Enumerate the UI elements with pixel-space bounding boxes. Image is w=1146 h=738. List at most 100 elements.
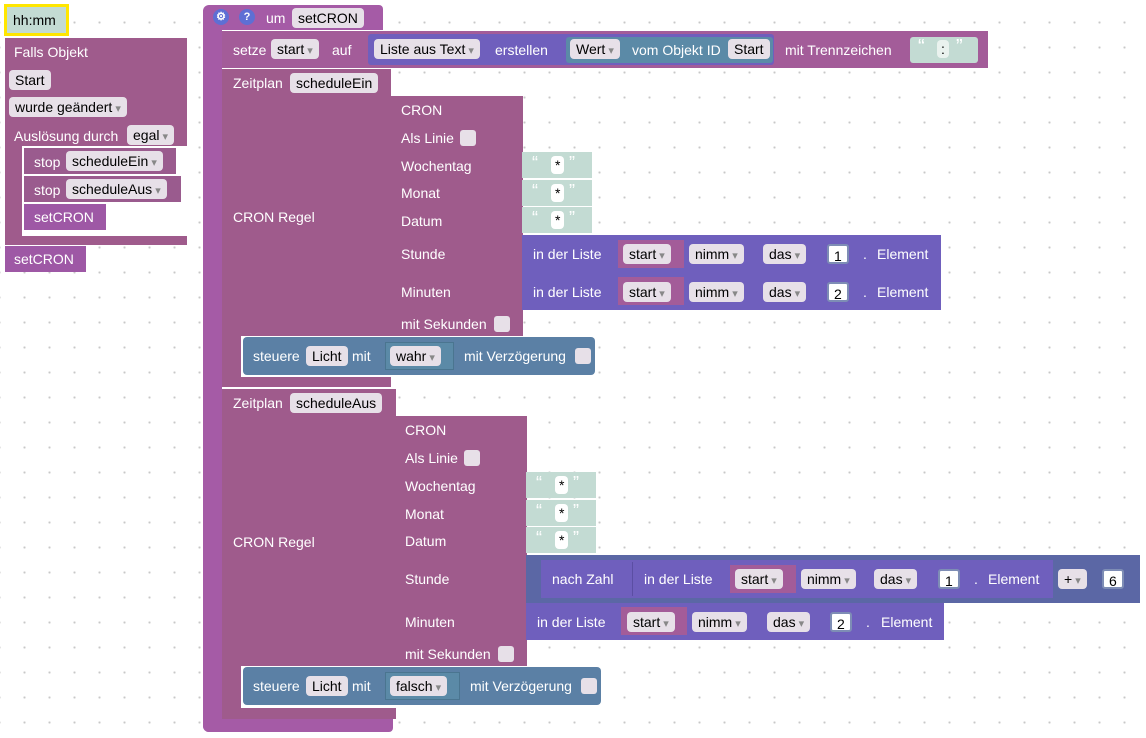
stop-label: stop	[34, 182, 61, 198]
zeitplan-schedule-ein-block[interactable]	[222, 69, 391, 387]
monat-label: Monat	[401, 185, 440, 201]
function-footer	[203, 718, 393, 732]
list-var-dropdown[interactable]: start	[623, 282, 671, 302]
setze-variable-dropdown[interactable]: start	[271, 39, 319, 59]
mit-sekunden-label: mit Sekunden	[405, 646, 491, 662]
element-label: Element	[877, 246, 929, 262]
wert-dropdown[interactable]: Wert	[570, 39, 620, 59]
mit-verzoegerung-checkbox[interactable]	[581, 678, 597, 694]
falsch-dropdown[interactable]: falsch	[390, 676, 448, 696]
call-setcron-label: setCRON	[14, 251, 74, 267]
das-dropdown[interactable]: das	[767, 612, 811, 632]
als-linie-label: Als Linie	[401, 130, 454, 146]
dot-label: .	[863, 284, 867, 300]
setze-label: setze	[233, 42, 267, 58]
stunde-label: Stunde	[401, 246, 446, 262]
in-der-liste-label: in der Liste	[644, 571, 713, 587]
wochentag-value[interactable]: *	[551, 156, 565, 174]
wahr-dropdown[interactable]: wahr	[390, 346, 441, 366]
hhmm-text: hh:mm	[13, 12, 56, 28]
mit-verzoegerung-checkbox[interactable]	[575, 348, 591, 364]
als-linie-checkbox[interactable]	[464, 450, 480, 466]
mit-verzoegerung-label: mit Verzögerung	[464, 348, 566, 364]
nimm-dropdown[interactable]: nimm	[689, 282, 744, 302]
monat-value[interactable]: *	[555, 504, 569, 522]
nimm-dropdown[interactable]: nimm	[692, 612, 747, 632]
trigger-object-field[interactable]: Start	[9, 70, 51, 90]
add-value-field[interactable]: 6	[1102, 569, 1124, 589]
index-field[interactable]: 1	[827, 244, 849, 264]
call-setcron-inner-block[interactable]: setCRON	[24, 204, 106, 230]
ausloesung-label: Auslösung durch	[14, 128, 119, 144]
datum-label: Datum	[405, 533, 447, 549]
wochentag-label: Wochentag	[405, 478, 476, 494]
falls-objekt-label: Falls Objekt	[14, 44, 88, 60]
das-dropdown[interactable]: das	[874, 569, 918, 589]
cron-block-2[interactable]	[395, 416, 527, 666]
objekt-id-field[interactable]: Start	[728, 39, 770, 59]
function-name-field[interactable]: setCRON	[292, 8, 364, 28]
steuere-label: steuere	[253, 678, 300, 694]
element-label: Element	[877, 284, 929, 300]
in-der-liste-label: in der Liste	[533, 284, 602, 300]
stunde-label: Stunde	[405, 571, 450, 587]
stop-schedule-aus-dropdown[interactable]: scheduleAus	[66, 179, 167, 199]
list-var-dropdown[interactable]: start	[627, 612, 675, 632]
cron-label: CRON	[401, 102, 443, 118]
dot-label: .	[863, 246, 867, 262]
plus-operator-dropdown[interactable]: +	[1058, 569, 1087, 589]
zeitplan-label: Zeitplan	[233, 395, 283, 411]
mit-label: mit	[352, 678, 371, 694]
das-dropdown[interactable]: das	[763, 282, 807, 302]
liste-aus-text-dropdown[interactable]: Liste aus Text	[374, 39, 480, 59]
hhmm-text-block[interactable]: hh:mm	[4, 4, 69, 36]
ausloesung-dropdown[interactable]: egal	[127, 125, 175, 145]
element-label: Element	[881, 614, 933, 630]
nimm-dropdown[interactable]: nimm	[801, 569, 856, 589]
wochentag-value[interactable]: *	[555, 476, 569, 494]
stop-schedule-ein-dropdown[interactable]: scheduleEin	[66, 151, 163, 171]
mit-sekunden-checkbox[interactable]	[498, 646, 514, 662]
cron-block-1[interactable]	[391, 96, 523, 336]
index-field[interactable]: 2	[827, 282, 849, 302]
stop-schedule-ein-block[interactable]: stop scheduleEin	[24, 148, 176, 174]
monat-value[interactable]: *	[551, 184, 565, 202]
mit-sekunden-checkbox[interactable]	[494, 316, 510, 332]
nimm-dropdown[interactable]: nimm	[689, 244, 744, 264]
auf-label: auf	[332, 42, 352, 58]
help-icon[interactable]: ?	[239, 9, 255, 25]
cron-label: CRON	[405, 422, 447, 438]
dot-label: .	[974, 571, 978, 587]
nach-zahl-label: nach Zahl	[552, 571, 614, 587]
trigger-condition-dropdown[interactable]: wurde geändert	[9, 97, 127, 117]
zeitplan-label: Zeitplan	[233, 75, 283, 91]
um-label: um	[266, 10, 286, 26]
datum-value[interactable]: *	[555, 531, 569, 549]
index-field[interactable]: 1	[938, 569, 960, 589]
licht-field[interactable]: Licht	[306, 676, 348, 696]
zeitplan-schedule-aus-block[interactable]	[222, 389, 396, 719]
cron-regel-label: CRON Regel	[233, 209, 315, 225]
index-field[interactable]: 2	[830, 612, 852, 632]
mit-sekunden-label: mit Sekunden	[401, 316, 487, 332]
dot-label: .	[866, 614, 870, 630]
monat-label: Monat	[405, 506, 444, 522]
minuten-label: Minuten	[405, 614, 455, 630]
cron-regel-label: CRON Regel	[233, 534, 315, 550]
list-var-dropdown[interactable]: start	[735, 569, 783, 589]
das-dropdown[interactable]: das	[763, 244, 807, 264]
als-linie-checkbox[interactable]	[460, 130, 476, 146]
licht-field[interactable]: Licht	[306, 346, 348, 366]
gear-icon[interactable]: ⚙	[213, 9, 229, 25]
list-var-dropdown[interactable]: start	[623, 244, 671, 264]
datum-label: Datum	[401, 213, 443, 229]
datum-value[interactable]: *	[551, 211, 565, 229]
minuten-label: Minuten	[401, 284, 451, 300]
schedule-name-field[interactable]: scheduleAus	[290, 393, 383, 413]
separator-field[interactable]: :	[937, 40, 949, 58]
mit-label: mit	[352, 348, 371, 364]
wochentag-label: Wochentag	[401, 158, 472, 174]
stop-schedule-aus-block[interactable]: stop scheduleAus	[24, 176, 181, 202]
schedule-name-field[interactable]: scheduleEin	[290, 73, 379, 93]
call-setcron-outer-block[interactable]: setCRON	[5, 246, 86, 272]
